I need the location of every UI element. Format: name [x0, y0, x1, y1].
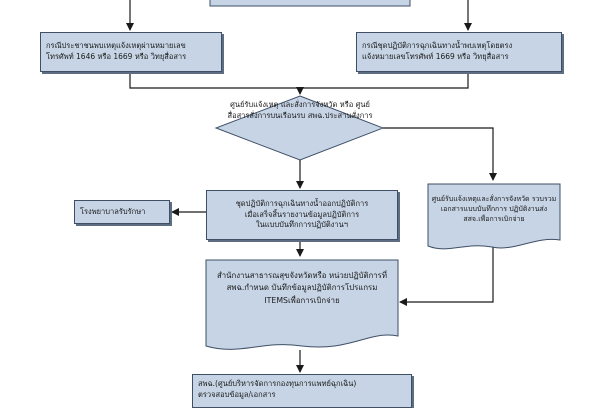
operation-line2: เมื่อเสร็จสิ้นรายงานข้อมูลปฏิบัติการ: [244, 209, 360, 219]
provincial-line4: ITEMSเพื่อการเบิกจ่าย: [264, 295, 340, 305]
team-found-line2: แจ้งหมายเลขโทรศัพท์ 1669 หรือ วิทยุสื่อส…: [362, 52, 509, 61]
hospital-box: โรงพยาบาลรับรักษา: [74, 200, 170, 224]
command-center-line3: ศูนย์สื่อสารสั่งการบนเรือนรบ: [227, 100, 370, 120]
record-side-line1: ศูนย์รับแจ้งเหตุและสั่งการจังหวัด: [431, 195, 530, 203]
command-center-line4: สพฉ.ประสานสั่งการ: [307, 110, 373, 120]
team-found-line1: กรณีชุดปฏิบัติการฉุกเฉินทางน้ำพบเหตุโดยต…: [362, 41, 513, 51]
caller-line2: โทรศัพท์ 1646 หรือ 1669 หรือ วิทยุสื่อสา…: [46, 52, 187, 61]
niems-line2: ตรวจสอบข้อมูล/เอกสาร: [198, 389, 276, 399]
caller-report-box: กรณีประชาชนพบเหตุแจ้งเหตุผ่านหมายเลข โทร…: [40, 32, 222, 72]
caller-line1: กรณีประชาชนพบเหตุแจ้งเหตุผ่านหมายเลข: [46, 41, 186, 51]
connector-left-join: [129, 72, 300, 89]
command-center-line2: และสั่งการจังหวัด หรือ: [280, 100, 354, 109]
record-side-line2: รวบรวมเอกสารแบบบันทึกการ: [440, 195, 557, 214]
top-partial-box: [209, 0, 411, 7]
team-found-box: กรณีชุดปฏิบัติการฉุกเฉินทางน้ำพบเหตุโดยต…: [356, 32, 562, 72]
niems-box: สพฉ.(ศูนย์บริหารจัดการกองทุนการแพทย์ฉุกเ…: [192, 374, 412, 408]
operation-line1: ชุดปฏิบัติการฉุกเฉินทางน้ำออกปฏิบัติการ: [235, 198, 369, 208]
command-center-line1: ศูนย์รับแจ้งเหตุ: [230, 100, 279, 109]
provincial-line3: บันทึกข้อมูลปฏิบัติการโปรแกรม: [271, 283, 378, 293]
connector-right-join: [300, 72, 469, 89]
operation-line3: ในแบบบันทึกการปฏิบัติงานฯ: [256, 220, 348, 230]
provincial-line1: สำนักงานสาธารณสุขจังหวัดหรือ: [217, 271, 327, 280]
provincial-text: สำนักงานสาธารณสุขจังหวัดหรือ หน่วยปฏิบัต…: [210, 270, 394, 307]
operation-box: ชุดปฏิบัติการฉุกเฉินทางน้ำออกปฏิบัติการ …: [206, 190, 398, 240]
command-center-text: ศูนย์รับแจ้งเหตุ และสั่งการจังหวัด หรือ …: [226, 100, 374, 122]
arrow-diamond-right: [383, 127, 497, 181]
provincial-document-shape: [205, 259, 399, 350]
record-side-text: ศูนย์รับแจ้งเหตุและสั่งการจังหวัด รวบรวม…: [430, 194, 558, 224]
record-side-line3: ปฏิบัติงานส่ง สสจ.เพื่อการเบิกจ่าย: [463, 205, 548, 224]
niems-line1: สพฉ.(ศูนย์บริหารจัดการกองทุนการแพทย์ฉุกเ…: [198, 379, 357, 388]
provincial-line2: หน่วยปฏิบัติการที่สพฉ.กำหนด: [226, 271, 387, 293]
hospital-line1: โรงพยาบาลรับรักษา: [80, 206, 146, 216]
arrow-side-to-provincial: [399, 244, 494, 306]
record-side-document-shape: [427, 183, 561, 250]
